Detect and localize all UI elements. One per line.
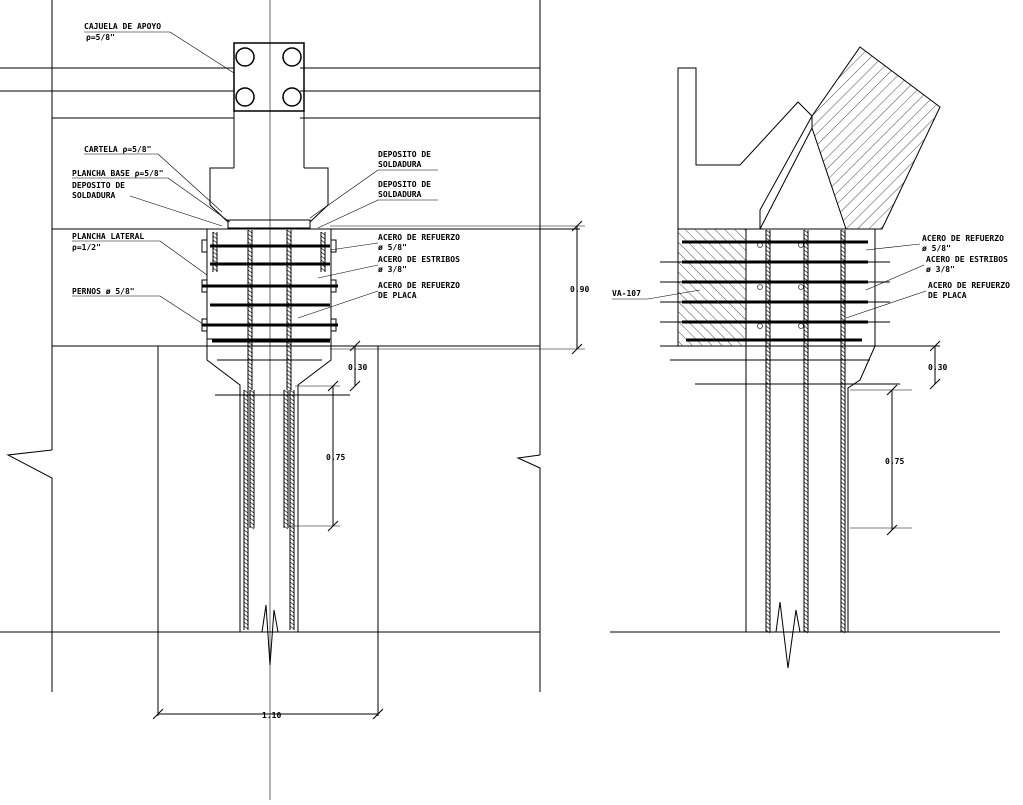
- cajuela-box: [233, 42, 305, 112]
- label-r-acero-placa-1: ACERO DE REFUERZO: [928, 281, 1010, 290]
- pile-rebar: [243, 389, 249, 630]
- rebar-vertical: [212, 231, 218, 272]
- label-deposito-2: SOLDADURA: [72, 191, 116, 200]
- label-plancha-lateral-1: PLANCHA LATERAL: [72, 232, 144, 241]
- label-va: VA-107: [612, 289, 641, 298]
- left-elevation: 0.90 0.30 0.75 1.10 CAJUELA DE APOYO ρ=5…: [0, 0, 589, 800]
- pile-rebar: [289, 389, 295, 630]
- label-acero-est-2: ø 3/8": [378, 265, 407, 274]
- dim-embed-right: 0.75: [885, 457, 904, 466]
- label-r-acero-ref-2: ø 5/8": [922, 244, 951, 253]
- label-acero-ref-2: ø 5/8": [378, 243, 407, 252]
- dim-width-total: 1.10: [262, 711, 281, 720]
- label-acero-placa-2: DE PLACA: [378, 291, 417, 300]
- label-r-acero-placa-2: DE PLACA: [928, 291, 967, 300]
- dim-embed-left: 0.75: [326, 453, 345, 462]
- label-dep-r2-1: DEPOSITO DE: [378, 180, 431, 189]
- rebar-vertical: [320, 231, 326, 272]
- rebar-vertical: [247, 229, 253, 390]
- dim-offset-left: 0.30: [348, 363, 367, 372]
- label-acero-placa-1: ACERO DE REFUERZO: [378, 281, 460, 290]
- label-plancha-lateral-2: ρ=1/2": [72, 243, 101, 252]
- rebar-vertical: [840, 229, 846, 634]
- label-acero-ref-1: ACERO DE REFUERZO: [378, 233, 460, 242]
- pile-rebar: [283, 389, 289, 530]
- rebar-vertical: [765, 229, 771, 634]
- label-deposito-1: DEPOSITO DE: [72, 181, 125, 190]
- label-dep-r1-1: DEPOSITO DE: [378, 150, 431, 159]
- label-cartela: CARTELA ρ=5/8": [84, 145, 151, 154]
- label-pernos: PERNOS ø 5/8": [72, 287, 135, 296]
- pile-rebar: [249, 389, 255, 530]
- label-r-acero-est-2: ø 3/8": [926, 265, 955, 274]
- dim-offset-right: 0.30: [928, 363, 947, 372]
- label-r-acero-est-1: ACERO DE ESTRIBOS: [926, 255, 1008, 264]
- label-cajuela-sub: ρ=5/8": [86, 33, 115, 42]
- right-section: 0.30 0.75 VA-107 ACERO DE REFUERZO ø 5/8…: [610, 46, 1010, 669]
- label-cajuela-title: CAJUELA DE APOYO: [84, 22, 161, 31]
- label-r-acero-ref-1: ACERO DE REFUERZO: [922, 234, 1004, 243]
- label-dep-r1-2: SOLDADURA: [378, 160, 422, 169]
- label-acero-est-1: ACERO DE ESTRIBOS: [378, 255, 460, 264]
- rebar-vertical: [803, 229, 809, 634]
- rebar-vertical: [286, 229, 292, 390]
- left-break-symbol: [6, 449, 53, 692]
- dim-height-main: 0.90: [570, 285, 589, 294]
- label-dep-r2-2: SOLDADURA: [378, 190, 422, 199]
- right-break-symbol: [516, 454, 541, 692]
- label-plancha-base: PLANCHA BASE ρ=5/8": [72, 169, 164, 178]
